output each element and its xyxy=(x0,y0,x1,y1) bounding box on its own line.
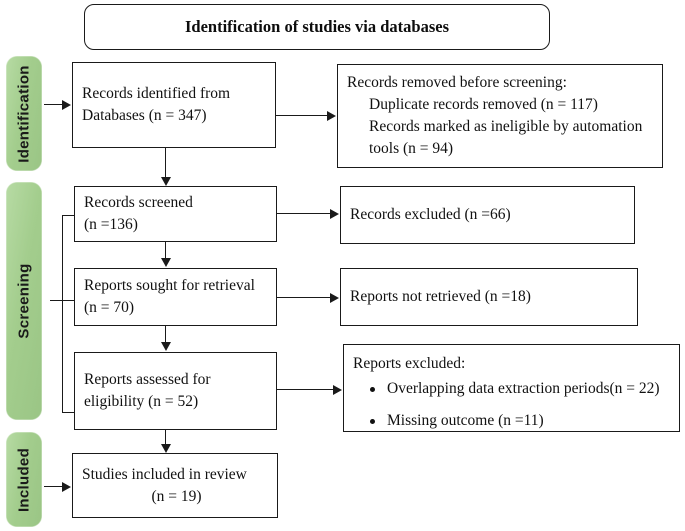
stage-included: Included xyxy=(6,432,42,527)
diagram-title-box: Identification of studies via databases xyxy=(84,4,550,50)
connector-records-identified-to-records-removed xyxy=(276,115,328,117)
box-studies-included: Studies included in review (n = 19) xyxy=(72,453,278,518)
studies-included-line1: Studies included in review xyxy=(82,465,247,483)
records-identified-line2: Databases (n = 347) xyxy=(82,107,207,124)
connector-reports-sought-to-reports-assessed xyxy=(165,326,167,344)
box-reports-sought: Reports sought for retrieval (n = 70) xyxy=(74,268,277,326)
box-reports-not-retrieved-text: Reports not retrieved (n =18) xyxy=(350,286,631,308)
records-identified-line1: Records identified from xyxy=(82,85,231,102)
diagram-title: Identification of studies via databases xyxy=(184,17,450,36)
arrowhead-identification-to-records-identified xyxy=(62,100,71,110)
records-removed-line1: Records removed before screening: xyxy=(347,74,567,91)
box-records-excluded-text: Records excluded (n =66) xyxy=(350,204,628,226)
bracket-screening-stub-reports-sought xyxy=(62,300,75,302)
stage-screening: Screening xyxy=(6,182,42,420)
connector-reports-assessed-to-reports-excluded xyxy=(277,389,334,391)
box-records-removed: Records removed before screening: Duplic… xyxy=(337,64,663,168)
arrowhead-records-identified-to-records-removed xyxy=(327,111,336,121)
box-studies-included-text: Studies included in review (n = 19) xyxy=(82,464,271,508)
box-records-excluded: Records excluded (n =66) xyxy=(340,186,635,244)
reports-not-retrieved-line1: Reports not retrieved (n =18) xyxy=(350,288,531,305)
arrowhead-records-identified-to-records-screened xyxy=(161,177,171,186)
stage-screening-label: Screening xyxy=(15,263,33,339)
arrowhead-reports-sought-to-reports-assessed xyxy=(161,342,171,351)
records-removed-line3: Records marked as ineligible by automati… xyxy=(369,118,643,135)
reports-sought-line1: Reports sought for retrieval xyxy=(84,277,255,294)
reports-excluded-bullet-list: Overlapping data extraction periods(n = … xyxy=(353,379,673,431)
box-reports-excluded-text: Reports excluded: Overlapping data extra… xyxy=(353,353,673,443)
box-reports-assessed: Reports assessed for eligibility (n = 52… xyxy=(74,352,277,430)
bracket-screening-spine xyxy=(62,215,64,413)
box-records-screened-text: Records screened (n =136) xyxy=(84,192,270,236)
connector-records-identified-to-records-screened xyxy=(165,148,167,179)
box-reports-not-retrieved: Reports not retrieved (n =18) xyxy=(340,268,638,326)
reports-assessed-line1: Reports assessed for xyxy=(84,371,211,388)
stage-identification-label: Identification xyxy=(15,64,33,163)
reports-sought-line2: (n = 70) xyxy=(84,299,135,316)
reports-excluded-heading: Reports excluded: xyxy=(353,355,466,372)
records-removed-line2: Duplicate records removed (n = 117) xyxy=(369,96,598,113)
box-reports-excluded: Reports excluded: Overlapping data extra… xyxy=(343,344,680,432)
studies-included-line2: (n = 19) xyxy=(151,487,202,505)
arrowhead-records-screened-to-records-excluded xyxy=(330,209,339,219)
connector-reports-assessed-to-studies-included xyxy=(165,430,167,446)
arrowhead-included-to-studies-included xyxy=(62,482,71,492)
bracket-screening-stub-reports-assessed xyxy=(62,412,75,414)
arrowhead-records-screened-to-reports-sought xyxy=(161,258,171,267)
records-screened-line2: (n =136) xyxy=(84,216,138,233)
arrowhead-reports-assessed-to-reports-excluded xyxy=(333,385,342,395)
box-records-screened: Records screened (n =136) xyxy=(74,186,277,242)
box-records-identified-text: Records identified from Databases (n = 3… xyxy=(82,83,269,127)
arrowhead-reports-sought-to-reports-not-retrieved xyxy=(330,293,339,303)
connector-records-screened-to-reports-sought xyxy=(165,242,167,260)
reports-excluded-bullet-2: Missing outcome (n =11) xyxy=(370,411,673,431)
bracket-screening-stub-records-screened xyxy=(62,215,75,217)
reports-assessed-line2: eligibility (n = 52) xyxy=(84,393,199,410)
connector-reports-sought-to-reports-not-retrieved xyxy=(277,297,331,299)
connector-identification-to-records-identified xyxy=(44,104,63,106)
box-reports-sought-text: Reports sought for retrieval (n = 70) xyxy=(84,275,270,319)
records-removed-line4: tools (n = 94) xyxy=(369,140,454,157)
records-excluded-line1: Records excluded (n =66) xyxy=(350,206,511,223)
reports-excluded-bullet-1: Overlapping data extraction periods(n = … xyxy=(370,379,673,399)
box-records-removed-text: Records removed before screening: Duplic… xyxy=(347,72,656,160)
stage-identification: Identification xyxy=(6,56,42,171)
connector-records-screened-to-records-excluded xyxy=(277,213,331,215)
stage-included-label: Included xyxy=(15,447,33,512)
bracket-screening-stub-to-stage xyxy=(50,300,63,302)
records-screened-line1: Records screened xyxy=(84,194,193,211)
box-records-identified: Records identified from Databases (n = 3… xyxy=(72,62,276,148)
arrowhead-reports-assessed-to-studies-included xyxy=(161,444,171,453)
connector-included-to-studies-included xyxy=(44,486,63,488)
box-reports-assessed-text: Reports assessed for eligibility (n = 52… xyxy=(84,369,270,413)
